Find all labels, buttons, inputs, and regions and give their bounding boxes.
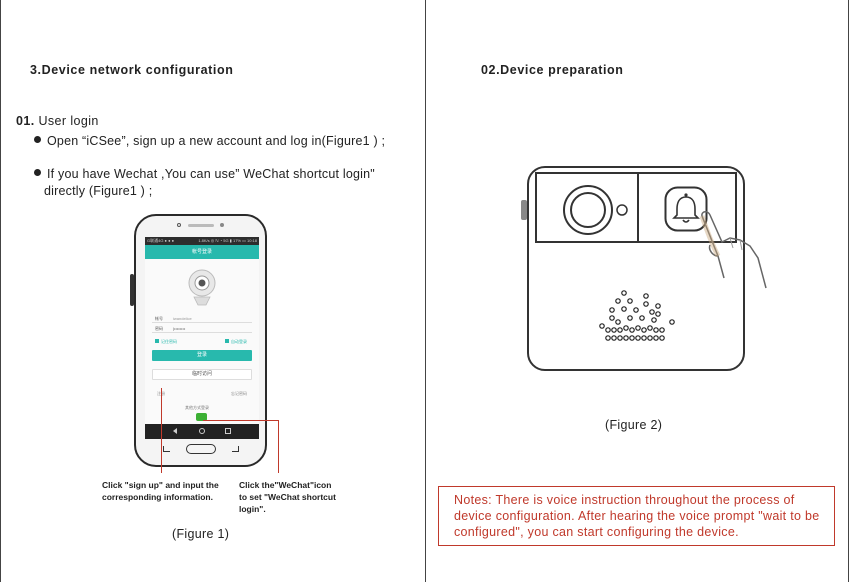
- bullet-wechat-text-line2: directly (Figure1 ) ;: [44, 184, 153, 198]
- bullet-open-app: Open “iCSee”, sign up a new account and …: [34, 133, 385, 150]
- step-number: 01.: [16, 114, 35, 128]
- doorbell-panel-divider: [637, 174, 639, 242]
- nav-home-icon[interactable]: [199, 428, 205, 434]
- account-input[interactable]: iwandelice: [173, 316, 192, 321]
- step-label: User login: [38, 114, 99, 128]
- password-input[interactable]: |••••••••: [173, 326, 186, 331]
- account-underline: [152, 322, 252, 323]
- signup-callout-line: [161, 388, 162, 473]
- left-panel-frame: [0, 0, 426, 582]
- phone-speaker-icon: [188, 224, 214, 227]
- wechat-callout-line-vertical: [278, 420, 279, 473]
- login-button[interactable]: 登录: [152, 350, 252, 361]
- bullet-dot-icon: [34, 169, 41, 176]
- phone-camera-icon: [177, 223, 181, 227]
- status-bar: G联通4G ● ● ● 1.8K/s ◎ ℕ ◔ 5G ▮ 17% ▭ 10:1…: [145, 237, 259, 245]
- section-title-device-preparation: 02.Device preparation: [481, 63, 624, 77]
- wechat-note-line2: to set "WeChat shortcut: [239, 492, 336, 502]
- signup-note: Click "sign up" and input the correspond…: [102, 479, 232, 503]
- status-right-text: 1.8K/s ◎ ℕ ◔ 5G ▮ 17% ▭ 10:18: [198, 238, 257, 243]
- bullet-wechat-text-line1: If you have Wechat ,You can use” WeChat …: [47, 167, 375, 181]
- phone-back-key-icon: [163, 446, 170, 452]
- auto-login-label: 自动登录: [231, 339, 247, 344]
- wechat-note-line3: login".: [239, 504, 266, 514]
- bullet-open-app-text: Open “iCSee”, sign up a new account and …: [47, 134, 386, 148]
- nav-back-icon[interactable]: [173, 428, 177, 434]
- app-camera-logo-icon: [188, 269, 216, 306]
- status-left-text: G联通4G ● ● ●: [147, 238, 175, 243]
- bullet-wechat-login: If you have Wechat ,You can use” WeChat …: [34, 166, 414, 200]
- app-bar-title: 帐号登录: [145, 245, 259, 259]
- wechat-note-line1: Click the"WeChat"icon: [239, 480, 332, 490]
- doorbell-side-button-icon: [521, 200, 527, 220]
- voice-instruction-notes: Notes: There is voice instruction throug…: [438, 486, 835, 546]
- phone-home-button-icon: [186, 444, 216, 454]
- temp-access-button[interactable]: 临时访问: [152, 369, 252, 380]
- password-label: 密码: [155, 326, 163, 331]
- section-title-network-config: 3.Device network configuration: [30, 63, 234, 77]
- remember-label: 记住密码: [161, 339, 177, 344]
- wechat-note: Click the"WeChat"icon to set "WeChat sho…: [239, 479, 354, 515]
- other-login-label: 其他方式登录: [185, 405, 209, 410]
- temp-access-label: 临时访问: [191, 371, 212, 377]
- nav-recents-icon[interactable]: [225, 428, 231, 434]
- remember-checkbox-icon[interactable]: [155, 339, 159, 343]
- phone-screen: G联通4G ● ● ● 1.8K/s ◎ ℕ ◔ 5G ▮ 17% ▭ 10:1…: [145, 237, 259, 439]
- voice-instruction-notes-text: Notes: There is voice instruction throug…: [454, 493, 820, 539]
- android-nav-bar: [145, 424, 259, 439]
- figure2-caption: (Figure 2): [605, 418, 663, 432]
- login-button-label: 登录: [196, 352, 207, 358]
- wechat-icon[interactable]: [196, 413, 207, 421]
- signup-note-line2: corresponding information.: [102, 492, 213, 502]
- signup-note-line1: Click "sign up" and input the: [102, 480, 219, 490]
- right-panel-edge: [848, 0, 849, 582]
- phone-side-button-icon: [130, 274, 134, 306]
- doorbell-bell-button-icon: [664, 186, 708, 232]
- bullet-dot-icon: [34, 136, 41, 143]
- doorbell-light-sensor-icon: [616, 204, 628, 216]
- password-underline: [152, 332, 252, 333]
- auto-login-checkbox-icon[interactable]: [225, 339, 229, 343]
- figure1-caption: (Figure 1): [172, 527, 230, 541]
- phone-sensor-icon: [220, 223, 224, 227]
- doorbell-camera-lens-icon: [563, 185, 613, 235]
- forgot-password-link[interactable]: 忘记密码: [231, 391, 247, 396]
- pressing-finger-icon: [699, 211, 767, 289]
- wechat-callout-line-horizontal: [203, 420, 279, 421]
- account-label: 帐号: [155, 316, 163, 321]
- phone-menu-key-icon: [232, 446, 239, 452]
- doorbell-speaker-grille-icon: [599, 290, 675, 341]
- step-user-login: 01. User login: [16, 114, 99, 128]
